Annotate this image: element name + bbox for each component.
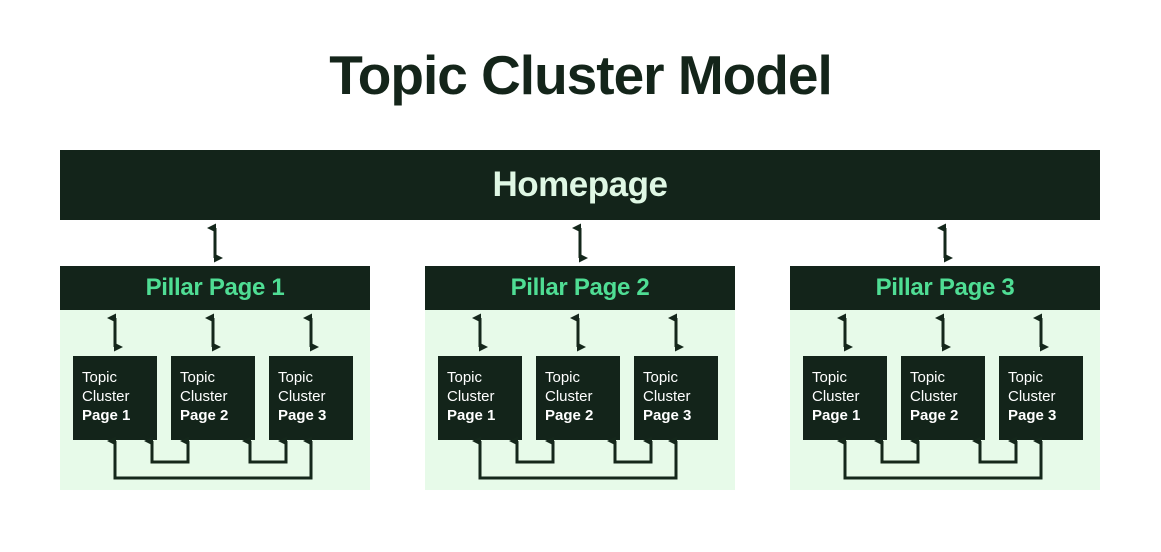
topic-cluster-page-3-box[interactable]: Topic Cluster Page 3 [634, 356, 718, 440]
topic-cluster-page-2-box[interactable]: Topic Cluster Page 2 [536, 356, 620, 440]
homepage-node[interactable]: Homepage [60, 150, 1100, 220]
topic-box-line1: Topic [1008, 369, 1044, 386]
topic-box-page-label: Page 3 [1008, 407, 1057, 425]
topic-box-line1: Topic [447, 369, 483, 386]
cluster-panel-1: Topic Cluster Page 1 Topic Cluster Page … [60, 310, 370, 490]
topic-box-line1: Topic [643, 369, 679, 386]
homepage-label: Homepage [492, 165, 668, 204]
topic-box-line2: Cluster [812, 388, 860, 406]
page-title: Topic Cluster Model [329, 44, 833, 106]
topic-box-line1: Topic [545, 369, 581, 386]
topic-row-2: Topic Cluster Page 1 Topic Cluster Page … [438, 356, 722, 440]
cluster-panel-2: Topic Cluster Page 1 Topic Cluster Page … [425, 310, 735, 490]
pillar-page-1-label: Pillar Page 1 [145, 274, 285, 301]
pillar-page-3-label: Pillar Page 3 [875, 274, 1015, 301]
topic-box-page-label: Page 1 [447, 407, 496, 425]
topic-box-page-label: Page 3 [643, 407, 692, 425]
topic-box-line1: Topic [812, 369, 848, 386]
topic-box-page-label: Page 1 [812, 407, 861, 425]
topic-cluster-page-3-box[interactable]: Topic Cluster Page 3 [269, 356, 353, 440]
topic-box-line2: Cluster [447, 388, 495, 406]
topic-box-line2: Cluster [82, 388, 130, 406]
topic-cluster-page-2-box[interactable]: Topic Cluster Page 2 [171, 356, 255, 440]
topic-box-line1: Topic [910, 369, 946, 386]
topic-cluster-page-1-box[interactable]: Topic Cluster Page 1 [438, 356, 522, 440]
cluster-panel-3: Topic Cluster Page 1 Topic Cluster Page … [790, 310, 1100, 490]
pillar-page-3-node[interactable]: Pillar Page 3 [790, 266, 1100, 310]
topic-box-page-label: Page 1 [82, 407, 131, 425]
topic-cluster-page-2-box[interactable]: Topic Cluster Page 2 [901, 356, 985, 440]
topic-row-3: Topic Cluster Page 1 Topic Cluster Page … [803, 356, 1087, 440]
cluster-column-1: Pillar Page 1 Topic Cluster Page 1 Topic… [60, 266, 370, 490]
topic-box-line1: Topic [180, 369, 216, 386]
topic-cluster-page-3-box[interactable]: Topic Cluster Page 3 [999, 356, 1083, 440]
topic-box-line1: Topic [82, 369, 118, 386]
topic-cluster-page-1-box[interactable]: Topic Cluster Page 1 [73, 356, 157, 440]
topic-box-line2: Cluster [910, 388, 958, 406]
pillar-page-1-node[interactable]: Pillar Page 1 [60, 266, 370, 310]
cluster-column-3: Pillar Page 3 Topic Cluster Page 1 Topic… [790, 266, 1100, 490]
topic-box-line2: Cluster [180, 388, 228, 406]
topic-box-page-label: Page 3 [278, 407, 327, 425]
topic-box-page-label: Page 2 [180, 407, 229, 425]
topic-row-1: Topic Cluster Page 1 Topic Cluster Page … [73, 356, 357, 440]
topic-box-page-label: Page 2 [545, 407, 594, 425]
topic-box-page-label: Page 2 [910, 407, 959, 425]
pillar-page-2-label: Pillar Page 2 [510, 274, 650, 301]
pillar-page-2-node[interactable]: Pillar Page 2 [425, 266, 735, 310]
topic-cluster-page-1-box[interactable]: Topic Cluster Page 1 [803, 356, 887, 440]
topic-box-line2: Cluster [1008, 388, 1056, 406]
cluster-column-2: Pillar Page 2 Topic Cluster Page 1 Topic… [425, 266, 735, 490]
topic-box-line1: Topic [278, 369, 314, 386]
topic-box-line2: Cluster [545, 388, 593, 406]
topic-box-line2: Cluster [643, 388, 691, 406]
topic-box-line2: Cluster [278, 388, 326, 406]
